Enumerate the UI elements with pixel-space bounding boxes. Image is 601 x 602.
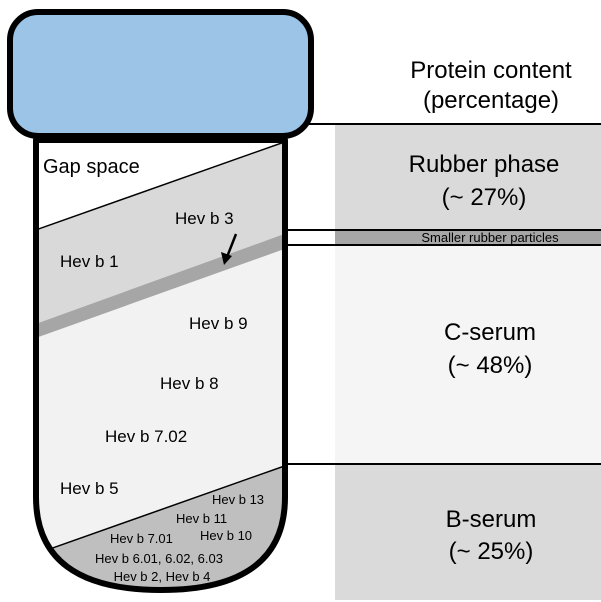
hev-b-11-label: Hev b 11 bbox=[176, 511, 227, 526]
hev-b-2-4-label: Hev b 2, Hev b 4 bbox=[114, 569, 211, 584]
hev-b-8-label: Hev b 8 bbox=[160, 374, 219, 393]
c-serum-panel bbox=[335, 246, 601, 464]
rubber-phase-band bbox=[36, 140, 285, 332]
rubber-phase-panel bbox=[335, 124, 601, 229]
hev-b-7-01-label: Hev b 7.01 bbox=[110, 531, 173, 546]
gap-boundary bbox=[36, 140, 285, 233]
hev-b-6-label: Hev b 6.01, 6.02, 6.03 bbox=[95, 551, 223, 566]
hev-b-13-label: Hev b 13 bbox=[212, 492, 264, 507]
hev-b-3-arrow bbox=[221, 233, 238, 265]
protein-content-panel bbox=[285, 123, 601, 600]
hev-b-9-label: Hev b 9 bbox=[189, 314, 248, 333]
hev-b-5-label: Hev b 5 bbox=[60, 479, 119, 498]
c-serum-value: (~ 48%) bbox=[448, 352, 533, 379]
hev-b-7-02-label: Hev b 7.02 bbox=[105, 427, 187, 446]
hev-b-10-label: Hev b 10 bbox=[200, 528, 252, 543]
tube-cap bbox=[7, 9, 314, 139]
b-serum-band bbox=[36, 464, 285, 590]
tube-outline bbox=[33, 137, 288, 593]
hev-b-1-label: Hev b 1 bbox=[60, 252, 119, 271]
rubber-phase-label: Rubber phase bbox=[409, 151, 560, 178]
b-serum-label: B-serum bbox=[446, 506, 537, 533]
gap-space-label: Gap space bbox=[43, 156, 140, 178]
small-particles-label: Smaller rubber particles bbox=[421, 230, 559, 245]
hev-b-3-label: Hev b 3 bbox=[175, 209, 234, 228]
b-serum-boundary bbox=[36, 463, 285, 557]
b-serum-panel bbox=[335, 465, 601, 600]
header-line-2: (percentage) bbox=[423, 87, 559, 114]
rubber-phase-value: (~ 27%) bbox=[442, 184, 527, 211]
c-serum-band bbox=[36, 247, 285, 556]
tube-contents bbox=[36, 140, 285, 590]
small-particles-panel bbox=[335, 230, 601, 245]
c-serum-label: C-serum bbox=[444, 319, 536, 346]
header-line-1: Protein content bbox=[410, 57, 572, 84]
b-serum-value: (~ 25%) bbox=[449, 538, 534, 565]
